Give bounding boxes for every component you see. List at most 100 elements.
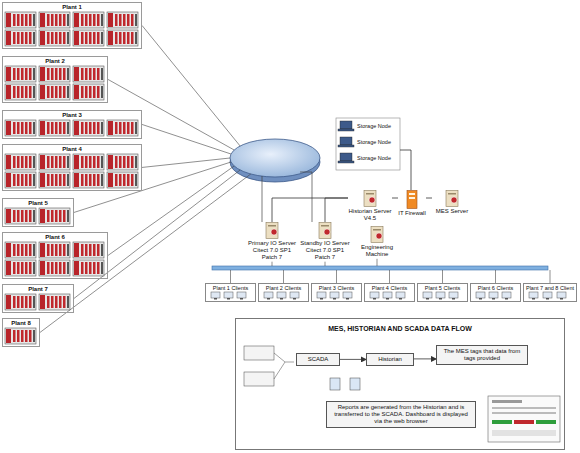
pc-stand — [439, 298, 442, 300]
bus-drop — [442, 270, 443, 283]
node-label: Reports are generated from the Historian… — [330, 404, 472, 425]
node-label: Plant 2 — [4, 58, 106, 65]
pc-stand — [346, 298, 349, 300]
node-label: IT Firewall — [398, 210, 426, 217]
pc-monitor — [330, 292, 339, 298]
connector-line — [414, 358, 436, 359]
connector-line — [392, 198, 398, 199]
pc-stand — [532, 298, 535, 300]
dataflow-icons — [244, 346, 360, 390]
pc-stand — [386, 298, 389, 300]
client-pcs — [472, 291, 519, 300]
pc-stand — [452, 298, 455, 300]
process-box: SCADA — [296, 353, 340, 366]
bus-drop — [495, 270, 496, 283]
pc-stand — [492, 298, 495, 300]
process-box: The MES tags that data from tags provide… — [436, 345, 528, 365]
bus-drop — [389, 270, 390, 283]
firewall-icon — [398, 190, 426, 209]
plant-group: Plant 6 — [2, 232, 108, 279]
server-node: MES Server — [432, 190, 472, 215]
connector-line — [272, 198, 348, 222]
pc-monitor — [343, 292, 352, 298]
network-link — [142, 25, 240, 146]
pc-stand — [267, 298, 270, 300]
server-badge — [271, 229, 277, 235]
client-pcs — [419, 291, 466, 300]
node-label: The MES tags that data from tags provide… — [440, 348, 524, 362]
pc-monitor — [476, 292, 485, 298]
pc-stand — [546, 298, 549, 300]
server-node: Primary IO Server Citect 7.0 SP1 Patch 7 — [247, 222, 297, 261]
plc-racks — [4, 11, 140, 47]
pc-stand — [227, 298, 230, 300]
node-label: Plant 6 Clients — [472, 285, 519, 291]
client-group: Plant 7 and 8 Client — [523, 283, 577, 302]
pc-monitor — [436, 292, 445, 298]
server-bay — [373, 229, 381, 231]
client-pcs — [525, 291, 575, 300]
pc-monitor — [557, 292, 566, 298]
pc-monitor — [502, 292, 511, 298]
storage-link — [400, 150, 411, 190]
bus-drop — [325, 262, 326, 266]
plc-rack — [4, 11, 140, 47]
client-group: Plant 1 Clients — [205, 283, 256, 302]
pc-stand — [399, 298, 402, 300]
server-bay — [366, 193, 374, 195]
plant-group: Plant 5 — [2, 198, 74, 227]
node-label: MES Server — [432, 208, 472, 215]
server-node: Historian Server V4.5 — [348, 190, 392, 222]
node-label: Plant 6 — [4, 234, 106, 241]
pc-stand — [505, 298, 508, 300]
pc-monitor — [211, 292, 220, 298]
plant-group: Plant 3 — [2, 110, 142, 139]
plc-racks — [4, 207, 72, 225]
pc-monitor — [290, 292, 299, 298]
server-badge — [324, 229, 330, 235]
server-body — [266, 223, 278, 239]
server-node: IT Firewall — [398, 190, 426, 217]
bus-drop — [272, 262, 273, 266]
plc-rack — [4, 293, 72, 311]
network-link — [108, 79, 234, 150]
network-link — [300, 172, 312, 222]
server-icon — [348, 190, 392, 207]
node-label: Plant 3 Clients — [313, 285, 360, 291]
server-bay — [448, 193, 456, 195]
dataflow-panel: MES, HISTORIAN AND SCADA DATA FLOWSCADAH… — [235, 318, 565, 450]
node-label: Plant 5 — [4, 200, 72, 207]
plc-rack — [4, 207, 72, 225]
node-label: Plant 4 Clients — [366, 285, 413, 291]
pc-monitor — [529, 292, 538, 298]
device-label: Storage Node — [357, 155, 391, 161]
client-pcs — [260, 291, 307, 300]
client-group: Plant 6 Clients — [470, 283, 521, 302]
pc-monitor — [277, 292, 286, 298]
network-link — [74, 170, 240, 298]
node-label: Historian Server V4.5 — [348, 208, 392, 222]
node-label: Standby IO Server Citect 7.0 SP1 Patch 7 — [300, 240, 350, 261]
client-group: Plant 3 Clients — [311, 283, 362, 302]
bus-drop — [283, 270, 284, 283]
pc-stand — [320, 298, 323, 300]
server-node: Engineering Machine — [355, 226, 399, 258]
pc-monitor — [396, 292, 405, 298]
node-label: Plant 8 — [4, 320, 38, 327]
pc-stand — [333, 298, 336, 300]
plant-group: Plant 1 — [2, 2, 142, 49]
server-body — [364, 191, 376, 207]
plc-racks — [4, 241, 106, 277]
node-label: MES, HISTORIAN AND SCADA DATA FLOW — [236, 325, 564, 333]
plc-racks — [4, 65, 106, 101]
bus-drop — [230, 270, 231, 283]
node-label: Plant 2 Clients — [260, 285, 307, 291]
pc-monitor — [543, 292, 552, 298]
pc-stand — [240, 298, 243, 300]
firewall-slot — [409, 197, 415, 199]
node-label: Plant 1 Clients — [207, 285, 254, 291]
server-body — [446, 191, 458, 207]
client-pcs — [207, 291, 254, 300]
node-label: Primary IO Server Citect 7.0 SP1 Patch 7 — [247, 240, 297, 261]
pc-monitor — [423, 292, 432, 298]
